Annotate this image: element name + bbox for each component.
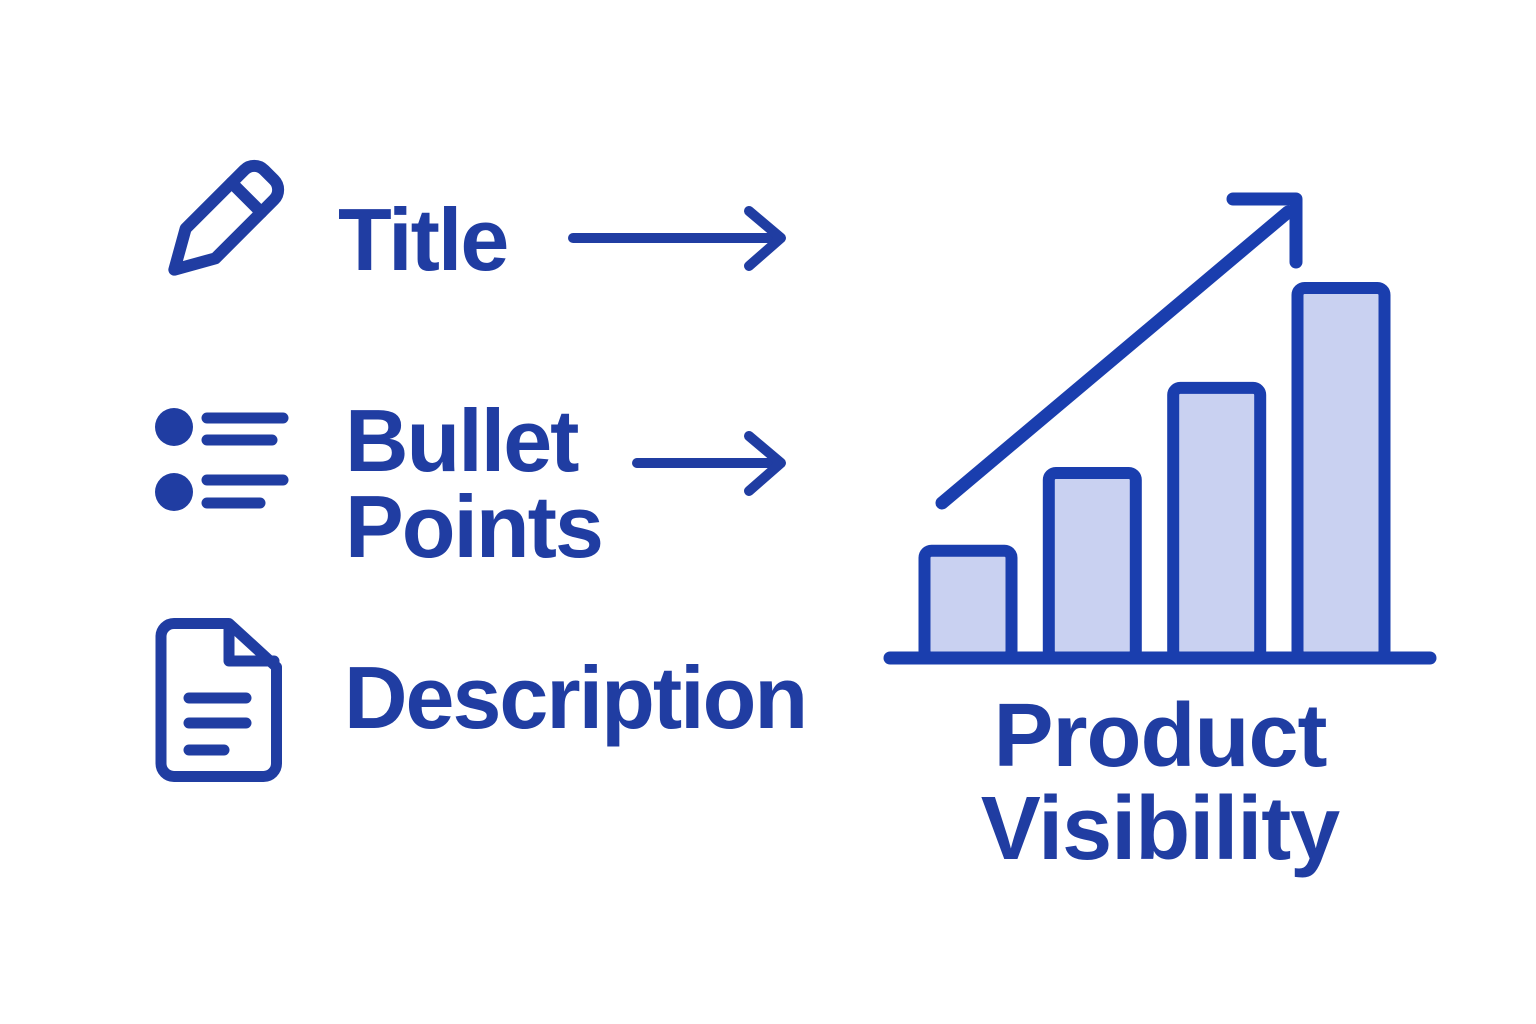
growth-trend-arrow-icon (935, 192, 1303, 510)
bars-group (918, 282, 1391, 665)
bullet-points-line1: Bullet (345, 391, 579, 490)
bullet-points-line2: Points (345, 477, 604, 576)
bar-2 (1042, 467, 1142, 664)
title-right-arrow-icon (568, 206, 786, 271)
bar-1 (918, 544, 1018, 665)
bullet-dot (155, 408, 193, 446)
bullet-list-icon (155, 408, 289, 511)
document-icon (155, 618, 282, 782)
bullet-dot (155, 473, 193, 511)
bullets-right-arrow-icon (632, 431, 786, 496)
chart-caption-line1: Product (993, 686, 1327, 786)
bar-4 (1291, 282, 1391, 664)
description-label: Description (344, 648, 808, 747)
title-label: Title (338, 190, 509, 289)
bar-3 (1167, 381, 1267, 664)
pencil-icon (168, 159, 285, 276)
chart-caption-line2: Visibility (980, 779, 1340, 879)
